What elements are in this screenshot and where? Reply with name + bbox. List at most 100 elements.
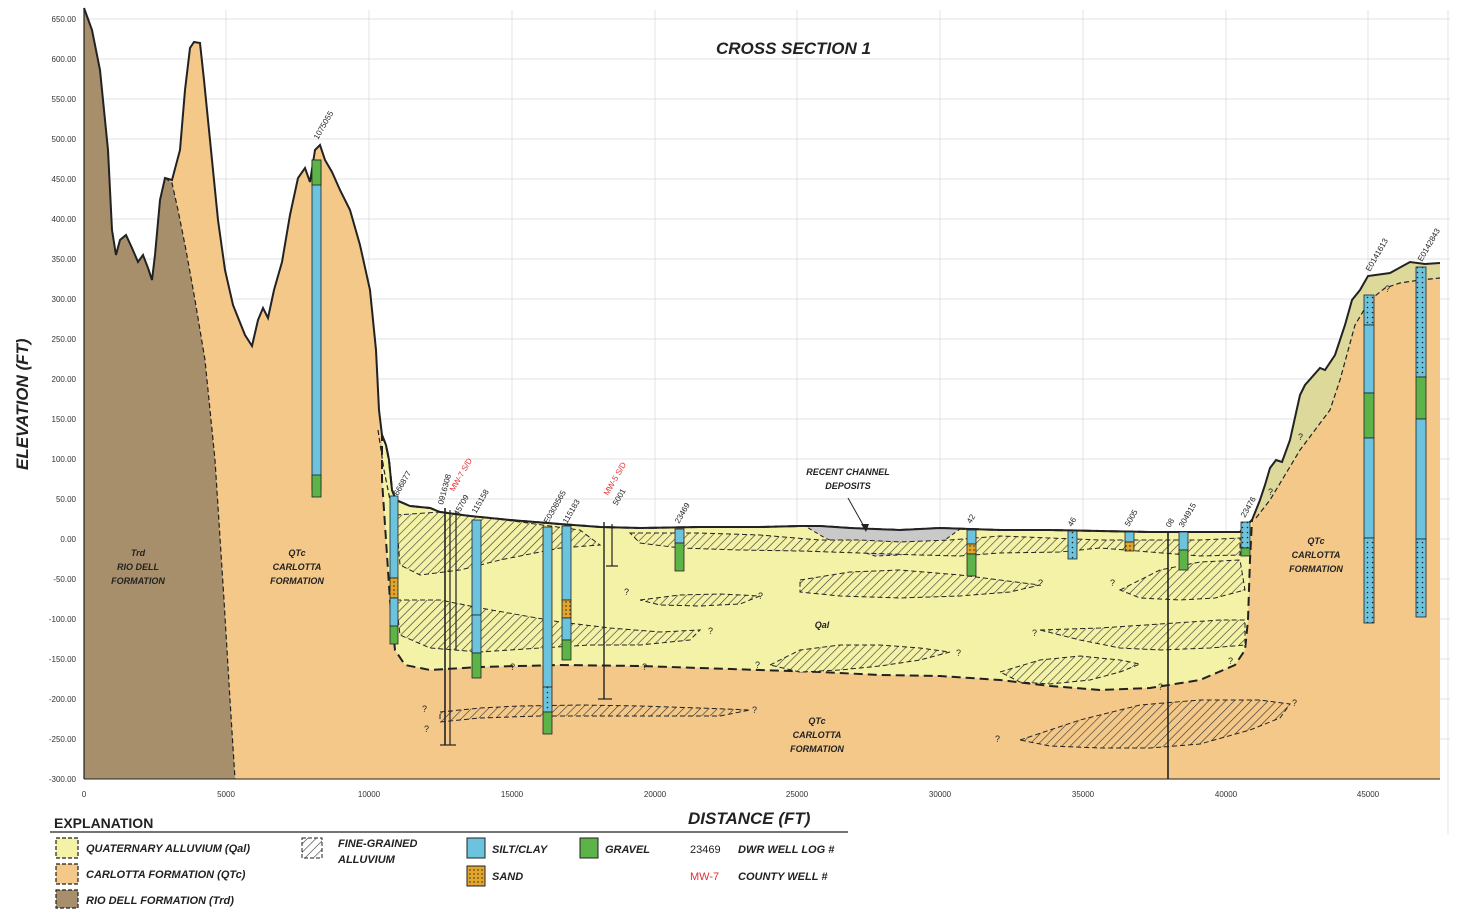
y-axis-title: ELEVATION (FT) — [13, 338, 32, 470]
svg-text:DEPOSITS: DEPOSITS — [825, 481, 871, 491]
svg-text:?: ? — [995, 734, 1000, 744]
x-tick: 5000 — [217, 790, 235, 799]
y-tick: 450.00 — [52, 175, 77, 184]
svg-text:?: ? — [708, 626, 713, 636]
y-tick: 350.00 — [52, 255, 77, 264]
y-tick: 600.00 — [52, 55, 77, 64]
svg-text:CARLOTTA: CARLOTTA — [273, 562, 322, 572]
y-tick: -50.00 — [53, 575, 76, 584]
svg-text:?: ? — [1038, 578, 1043, 588]
x-tick: 30000 — [929, 790, 952, 799]
svg-text:CARLOTTA FORMATION (QTc): CARLOTTA FORMATION (QTc) — [86, 869, 246, 881]
svg-text:DWR WELL LOG #: DWR WELL LOG # — [738, 844, 835, 856]
diagram-title: CROSS SECTION 1 — [716, 39, 871, 58]
y-tick: -200.00 — [49, 695, 77, 704]
y-tick: 500.00 — [52, 135, 77, 144]
legend-swatch-silt-clay — [466, 837, 486, 859]
legend-swatch-fine-grained — [301, 837, 323, 859]
well-304915 — [1178, 531, 1189, 571]
y-tick: -250.00 — [49, 735, 77, 744]
svg-text:?: ? — [956, 648, 961, 658]
well-label: 23469 — [673, 501, 692, 525]
x-tick: 10000 — [358, 790, 381, 799]
explanation-title: EXPLANATION — [54, 815, 153, 831]
svg-text:?: ? — [1268, 487, 1273, 497]
legend-swatch-gravel — [579, 837, 599, 859]
upland-alluvium — [1256, 262, 1440, 518]
legend-swatch-qal — [55, 837, 79, 859]
well-label: 115158 — [470, 487, 491, 515]
x-axis-ticks: 0 5000 10000 15000 20000 25000 30000 350… — [82, 790, 1380, 799]
well-e0308565 — [542, 526, 553, 735]
svg-text:?: ? — [424, 724, 429, 734]
svg-text:?: ? — [1032, 628, 1037, 638]
y-tick: -150.00 — [49, 655, 77, 664]
well-115158 — [471, 519, 482, 679]
svg-text:SILT/CLAY: SILT/CLAY — [492, 844, 549, 856]
well-46 — [1067, 530, 1078, 560]
y-tick: 100.00 — [52, 455, 77, 464]
well-label: 46 — [1066, 515, 1079, 528]
svg-text:ALLUVIUM: ALLUVIUM — [337, 854, 396, 866]
y-tick: 550.00 — [52, 95, 77, 104]
formation-labels: Trd RIO DELL FORMATION QTc CARLOTTA FORM… — [111, 467, 1343, 754]
svg-text:QUATERNARY ALLUVIUM (Qal): QUATERNARY ALLUVIUM (Qal) — [86, 843, 250, 855]
svg-text:?: ? — [1110, 578, 1115, 588]
svg-text:?: ? — [1292, 698, 1297, 708]
ground-surface — [83, 7, 1441, 533]
x-tick: 15000 — [501, 790, 524, 799]
qal-label: Qal — [815, 620, 830, 630]
svg-text:?: ? — [510, 662, 515, 672]
svg-text:CARLOTTA: CARLOTTA — [793, 730, 842, 740]
svg-text:?: ? — [1385, 284, 1390, 294]
well-1075055 — [311, 159, 322, 498]
x-tick: 35000 — [1072, 790, 1095, 799]
y-tick: 300.00 — [52, 295, 77, 304]
well-label: E0142843 — [1416, 226, 1442, 263]
well-label: 304915 — [1177, 501, 1198, 529]
svg-text:FORMATION: FORMATION — [1289, 564, 1343, 574]
x-tick: 0 — [82, 790, 87, 799]
x-tick: 20000 — [644, 790, 667, 799]
x-tick: 40000 — [1215, 790, 1238, 799]
x-tick: 45000 — [1357, 790, 1380, 799]
well-label: 45709 — [452, 493, 471, 517]
legend-code-county: MW-7 — [690, 871, 719, 883]
y-tick: 250.00 — [52, 335, 77, 344]
well-label: 666877 — [392, 469, 413, 497]
x-axis-title: DISTANCE (FT) — [688, 809, 811, 828]
recent-channel-label: RECENT CHANNEL — [806, 467, 890, 477]
wells — [311, 159, 1427, 779]
svg-text:?: ? — [1228, 656, 1233, 666]
svg-text:FINE-GRAINED: FINE-GRAINED — [338, 838, 418, 850]
svg-text:?: ? — [1298, 432, 1303, 442]
svg-text:FORMATION: FORMATION — [790, 744, 844, 754]
svg-text:COUNTY WELL #: COUNTY WELL # — [738, 871, 828, 883]
svg-text:?: ? — [422, 704, 427, 714]
y-tick: -100.00 — [49, 615, 77, 624]
well-label: MW-7 S/D — [448, 456, 474, 493]
well-42 — [966, 529, 977, 577]
legend-swatch-qtc — [55, 863, 79, 885]
qtc-bottom-label: QTc — [808, 716, 825, 726]
svg-text:?: ? — [642, 662, 647, 672]
svg-text:?: ? — [755, 660, 760, 670]
svg-text:?: ? — [752, 705, 757, 715]
y-tick: 50.00 — [56, 495, 77, 504]
svg-text:RIO DELL: RIO DELL — [117, 562, 159, 572]
uncertain-markers: ? ? ? ? ? ? ? ? ? ? ? ? ? ? ? ? ? ? ? ? — [422, 284, 1390, 744]
well-label: 42 — [965, 512, 978, 525]
qtc-left-label: QTc — [288, 548, 305, 558]
well-e0141613 — [1363, 294, 1375, 624]
legend-swatch-trd — [55, 889, 79, 909]
y-tick: -300.00 — [49, 775, 77, 784]
y-tick: 0.00 — [60, 535, 76, 544]
well-label: 1075055 — [312, 109, 336, 141]
well-label: 08 — [1164, 516, 1177, 529]
y-tick: 400.00 — [52, 215, 77, 224]
trd-label: Trd — [131, 548, 146, 558]
svg-text:?: ? — [1158, 682, 1163, 692]
y-tick: 200.00 — [52, 375, 77, 384]
legend-code-dwr: 23469 — [690, 844, 721, 856]
